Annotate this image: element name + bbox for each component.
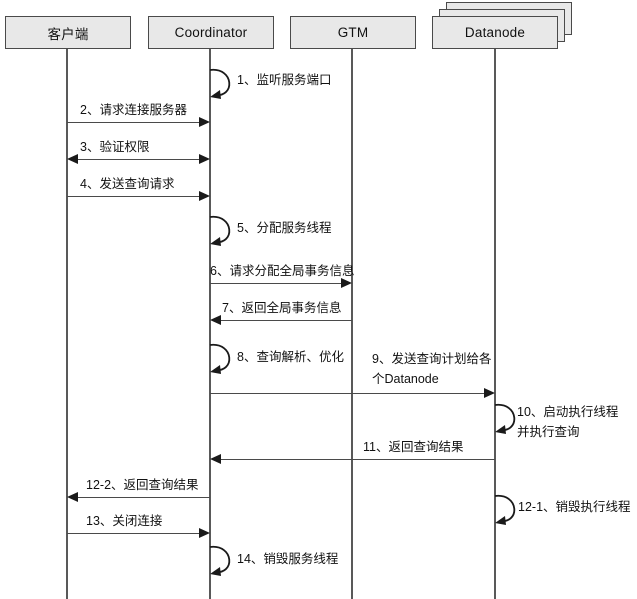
lifeline-client [66,49,68,599]
message-2-arrowhead [199,117,210,127]
participant-client-label: 客户端 [47,26,89,42]
participant-gtm-label: GTM [337,25,369,40]
participant-coordinator-label: Coordinator [174,25,248,40]
message-2-label: 2、请求连接服务器 [80,103,187,117]
message-13-arrowhead [199,528,210,538]
message-9-label: 9、发送查询计划给各 个Datanode [372,349,491,389]
message-8-label: 8、查询解析、优化 [237,350,344,364]
message-11-label: 11、返回查询结果 [363,440,464,454]
lifeline-gtm [351,49,353,599]
lifeline-datanode [494,49,496,599]
message-3-arrowhead-right [199,154,210,164]
participant-datanode[interactable]: Datanode [432,16,558,49]
message-4-arrowhead [199,191,210,201]
message-9-line [210,393,485,394]
message-12-2-line [78,497,210,498]
message-5-self-loop [209,215,244,247]
message-11-arrowhead [210,454,221,464]
message-7-arrowhead [210,315,221,325]
participant-client[interactable]: 客户端 [5,16,131,49]
message-10-label-line-2: 并执行查询 [517,425,580,439]
message-12-1-self-loop [494,494,529,526]
participant-datanode-label: Datanode [464,25,526,40]
message-5-label: 5、分配服务线程 [237,221,332,235]
message-10-self-loop [494,403,529,435]
message-1-self-loop [209,68,244,100]
message-9-arrowhead [484,388,495,398]
participant-coordinator[interactable]: Coordinator [148,16,274,49]
message-6-line [210,283,342,284]
message-10-label: 10、启动执行线程 并执行查询 [517,402,618,442]
message-1-label: 1、监听服务端口 [237,73,332,87]
message-7-line [221,320,352,321]
participant-gtm[interactable]: GTM [290,16,416,49]
message-3-label: 3、验证权限 [80,140,150,154]
message-2-line [67,122,199,123]
message-12-1-label: 12-1、销毁执行线程 [518,500,631,514]
message-14-label: 14、销毁服务线程 [237,552,339,566]
message-11-line [221,459,495,460]
message-4-line [67,196,199,197]
message-9-label-line-1: 9、发送查询计划给各 [372,352,492,366]
message-13-line [67,533,199,534]
message-13-label: 13、关闭连接 [86,514,163,528]
message-6-arrowhead [341,278,352,288]
message-6-label: 6、请求分配全局事务信息 [210,264,355,278]
message-12-2-label: 12-2、返回查询结果 [86,478,199,492]
message-8-self-loop [209,343,244,375]
message-14-self-loop [209,545,244,577]
message-7-label: 7、返回全局事务信息 [222,301,342,315]
message-3-arrowhead-left [67,154,78,164]
message-9-label-line-2: 个Datanode [372,372,439,386]
message-4-label: 4、发送查询请求 [80,177,175,191]
message-3-line [78,159,199,160]
message-12-2-arrowhead [67,492,78,502]
message-10-label-line-1: 10、启动执行线程 [517,405,619,419]
